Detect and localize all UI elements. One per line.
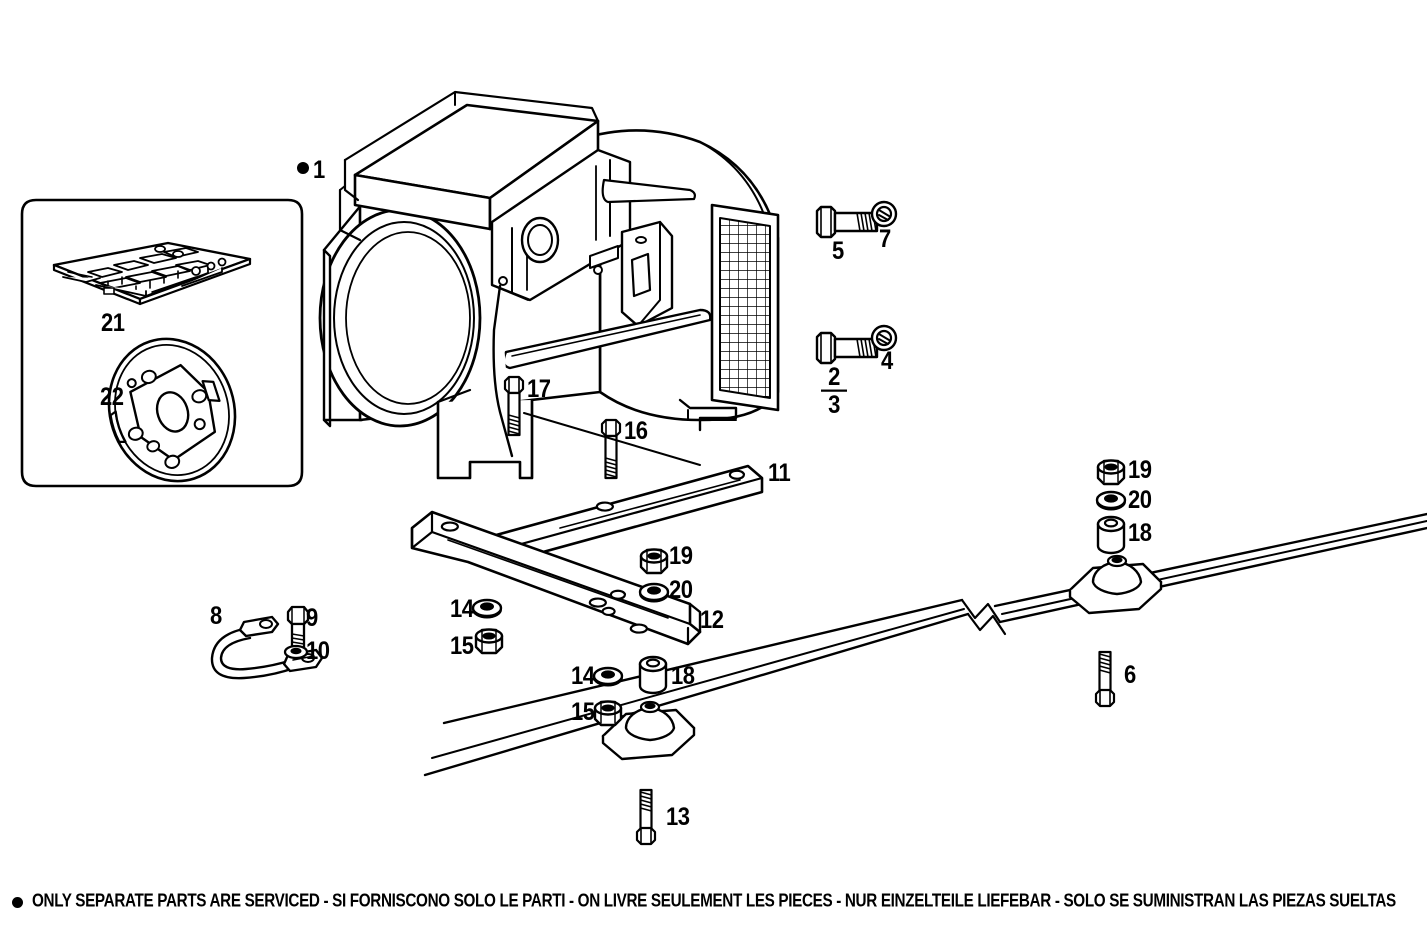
callout-7: 7 [879,224,891,253]
callout-11: 11 [768,458,791,487]
part-1-alternator-assembly [318,90,780,480]
callout-15-lower: 15 [571,697,595,726]
callout-3: 3 [828,390,840,419]
callout-2-over-3: 2 3 [821,362,847,419]
part-8-ground-strap [210,615,324,680]
fraction-bar [821,389,847,392]
callout-13: 13 [666,802,690,831]
footer-note: ONLY SEPARATE PARTS ARE SERVICED - SI FO… [12,891,1417,912]
washer-10 [283,644,309,660]
part-22-end-plate-disc [107,337,237,483]
part-12-mounting-bracket [410,510,702,646]
callout-15-left: 15 [450,631,474,660]
callout-22: 22 [100,382,124,411]
callout-14-left: 14 [450,594,474,623]
callout-20-bracket: 20 [669,575,693,604]
callout-18-right: 18 [1128,518,1152,547]
callout-17: 17 [527,374,551,403]
callout-18-lower: 18 [671,661,695,690]
callout-21: 21 [101,308,125,337]
bullet-marker-part-1 [297,162,309,174]
callout-8: 8 [210,601,222,630]
callout-2: 2 [828,362,840,391]
callout-19-bracket: 19 [669,541,693,570]
callout-12: 12 [700,605,724,634]
footer-bullet-icon [12,896,23,908]
callout-1: 1 [313,155,325,184]
callout-16: 16 [624,416,648,445]
footer-note-text: ONLY SEPARATE PARTS ARE SERVICED - SI FO… [32,891,1396,912]
callout-20-right: 20 [1128,485,1152,514]
part-21-rectifier-board [52,241,252,306]
callout-9: 9 [306,603,318,632]
callout-14-lower: 14 [571,661,595,690]
callout-5: 5 [832,236,844,265]
hardware-right-upper [815,200,898,365]
callout-19-right: 19 [1128,455,1152,484]
callout-6: 6 [1124,660,1136,689]
callout-10: 10 [306,636,330,665]
callout-4: 4 [881,346,893,375]
